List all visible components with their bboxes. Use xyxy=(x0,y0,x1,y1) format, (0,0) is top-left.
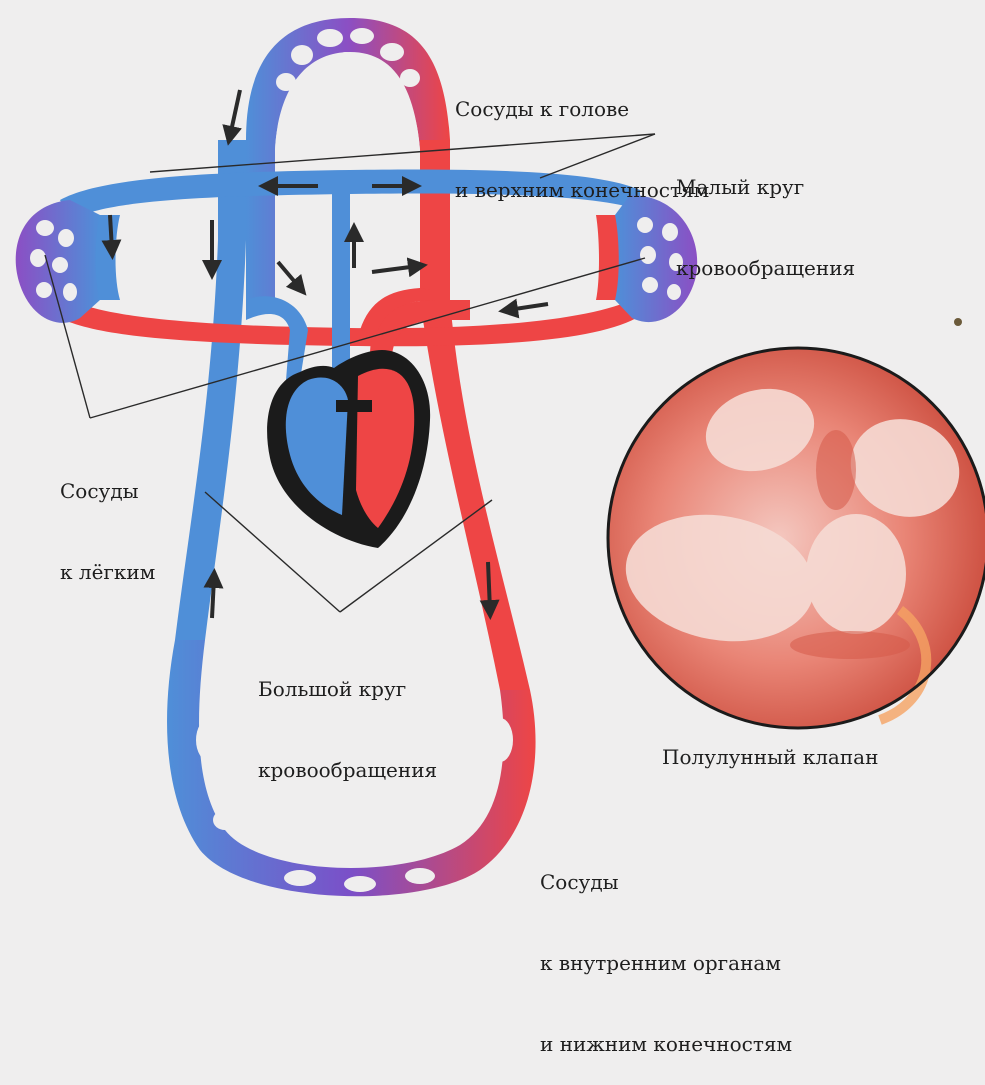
label-organ-vessels-line3: и нижним конечностям xyxy=(540,1031,792,1058)
arrow-from-right-lung xyxy=(508,304,548,310)
label-head-vessels-line2: и верхним конечностям xyxy=(455,177,709,204)
label-head-vessels-line1: Сосуды к голове xyxy=(455,96,709,123)
label-valve: Полулунный клапан xyxy=(662,744,878,771)
label-pulmonary-circuit-line2: кровообращения xyxy=(676,255,855,282)
label-organ-vessels-line1: Сосуды xyxy=(540,869,792,896)
arrow-vein-up xyxy=(212,578,214,618)
dot-mark xyxy=(954,318,962,326)
label-pulmonary-circuit: Малый круг кровообращения xyxy=(676,120,855,309)
label-lung-vessels-line2: к лёгким xyxy=(60,559,155,586)
arrow-left-lung-down xyxy=(110,215,112,250)
arrow-aorta-down xyxy=(488,562,490,610)
label-systemic-circuit-line1: Большой круг xyxy=(258,676,437,703)
label-systemic-circuit: Большой круг кровообращения xyxy=(258,622,437,811)
label-head-vessels: Сосуды к голове и верхним конечностям xyxy=(455,42,709,231)
arrow-head-down xyxy=(230,90,240,136)
heart xyxy=(267,350,430,548)
label-organ-vessels: Сосуды к внутренним органам и нижним кон… xyxy=(540,815,792,1085)
label-organ-vessels-line2: к внутренним органам xyxy=(540,950,792,977)
label-systemic-circuit-line2: кровообращения xyxy=(258,757,437,784)
semilunar-valve-photo xyxy=(608,348,985,728)
label-lung-vessels-line1: Сосуды xyxy=(60,478,155,505)
label-pulmonary-circuit-line1: Малый круг xyxy=(676,174,855,201)
label-lung-vessels: Сосуды к лёгким xyxy=(60,424,155,613)
